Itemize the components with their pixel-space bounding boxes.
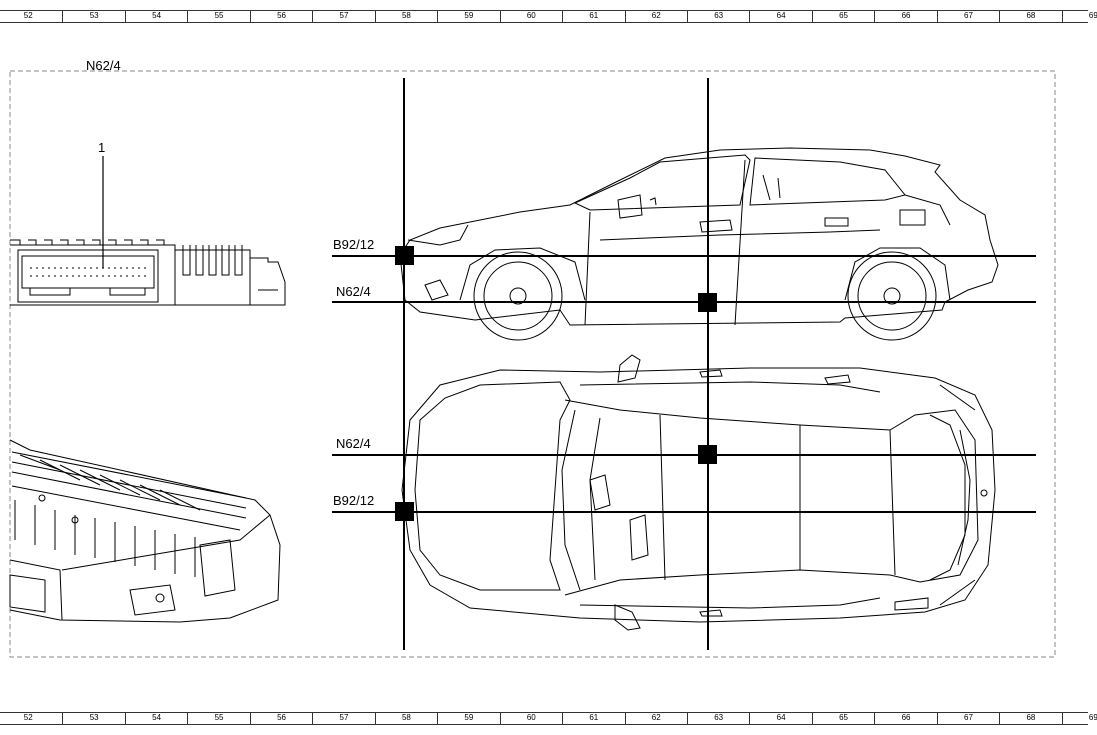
ruler-column-69: 69 <box>1061 10 1097 22</box>
ruler-column-54: 54 <box>124 712 187 724</box>
marker-side-n62-4 <box>698 293 717 312</box>
ruler-column-63: 63 <box>686 10 749 22</box>
top-label-n62-4: N62/4 <box>336 436 371 451</box>
component-title: N62/4 <box>86 58 121 73</box>
ruler-column-67: 67 <box>936 10 999 22</box>
connector-pins <box>30 267 146 277</box>
ruler-top-edge <box>0 712 1088 713</box>
ruler-column-59: 59 <box>437 10 499 22</box>
marker-side-b92-12 <box>395 246 414 265</box>
ruler-column-69: 69 <box>1061 712 1097 724</box>
ruler-column-55: 55 <box>187 10 249 22</box>
vehicle-top-view <box>401 354 996 631</box>
ruler-column-62: 62 <box>624 10 687 22</box>
ruler-column-67: 67 <box>936 712 999 724</box>
ruler-column-59: 59 <box>437 712 499 724</box>
ruler-column-61: 61 <box>562 10 624 22</box>
ruler-column-56: 56 <box>249 712 312 724</box>
ruler-column-55: 55 <box>187 712 249 724</box>
ruler-column-53: 53 <box>62 712 124 724</box>
ruler-column-57: 57 <box>312 10 374 22</box>
ruler-column-60: 60 <box>499 712 562 724</box>
ruler-column-58: 58 <box>374 712 437 724</box>
ruler-column-64: 64 <box>749 712 811 724</box>
ruler-column-60: 60 <box>499 10 562 22</box>
control-unit-connector-view <box>10 239 286 306</box>
ruler-column-54: 54 <box>124 10 187 22</box>
marker-top-n62-4 <box>698 445 717 464</box>
ruler-column-61: 61 <box>562 712 624 724</box>
ruler-column-58: 58 <box>374 10 437 22</box>
top-label-b92-12: B92/12 <box>333 493 374 508</box>
ruler-column-66: 66 <box>874 712 936 724</box>
ruler-column-68: 68 <box>999 10 1061 22</box>
locator-grid <box>332 78 1036 650</box>
ruler-column-68: 68 <box>999 712 1061 724</box>
ruler-column-52: 52 <box>23 713 33 722</box>
detail-frame <box>9 70 1056 658</box>
side-label-b92-12: B92/12 <box>333 237 374 252</box>
ruler-column-52: 52 <box>23 11 33 20</box>
control-unit-housing-view <box>9 439 281 623</box>
ruler-column-65: 65 <box>811 712 874 724</box>
marker-top-b92-12 <box>395 502 414 521</box>
ruler-column-57: 57 <box>312 712 374 724</box>
ruler-bottom-edge <box>0 724 1088 725</box>
ruler-column-66: 66 <box>874 10 936 22</box>
ruler-top-edge <box>0 10 1088 11</box>
side-label-n62-4: N62/4 <box>336 284 371 299</box>
ruler-column-65: 65 <box>811 10 874 22</box>
ruler-bottom-edge <box>0 22 1088 23</box>
ruler-column-64: 64 <box>749 10 811 22</box>
callout-number: 1 <box>98 140 105 155</box>
vehicle-side-view <box>399 147 999 341</box>
ruler-column-56: 56 <box>249 10 312 22</box>
ruler-column-62: 62 <box>624 712 687 724</box>
ruler-column-63: 63 <box>686 712 749 724</box>
ruler-column-53: 53 <box>62 10 124 22</box>
